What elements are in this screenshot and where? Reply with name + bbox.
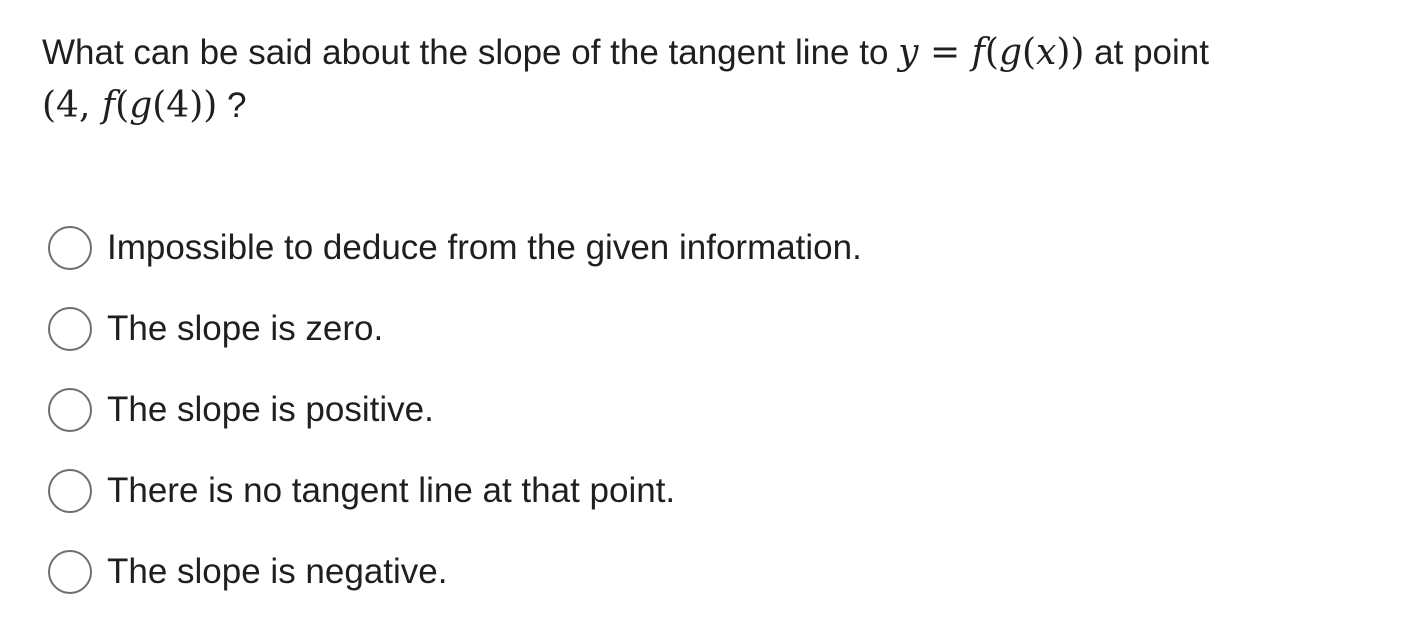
radio-button-icon[interactable] xyxy=(48,226,92,270)
question-mark: ? xyxy=(217,86,247,125)
question-text: What can be said about the slope of the … xyxy=(42,26,1382,132)
radio-button-icon[interactable] xyxy=(48,307,92,351)
math-variable-x: x xyxy=(1036,32,1057,73)
point-function-g: g xyxy=(129,85,153,126)
answer-option-1[interactable]: Impossible to deduce from the given info… xyxy=(48,220,1148,276)
radio-button-icon[interactable] xyxy=(48,469,92,513)
answer-label-5: The slope is negative. xyxy=(107,552,448,591)
answer-label-4: There is no tangent line at that point. xyxy=(107,471,676,510)
math-open-paren: ( xyxy=(984,32,999,73)
answer-label-3: The slope is positive. xyxy=(107,390,434,429)
math-equals: = xyxy=(918,32,972,73)
answer-option-5[interactable]: The slope is negative. xyxy=(48,544,1148,600)
point-argument: (4)) xyxy=(152,85,218,126)
question-prefix: What can be said about the slope of the … xyxy=(42,33,889,72)
point-open-paren: ( xyxy=(115,85,130,126)
point-function-f: f xyxy=(101,85,116,126)
radio-button-icon[interactable] xyxy=(48,388,92,432)
answer-option-2[interactable]: The slope is zero. xyxy=(48,301,1148,357)
answer-label-2: The slope is zero. xyxy=(107,309,384,348)
answer-options: Impossible to deduce from the given info… xyxy=(48,220,1148,625)
point-open: (4, xyxy=(42,85,102,126)
math-close-parens: )) xyxy=(1056,32,1085,73)
answer-option-3[interactable]: The slope is positive. xyxy=(48,382,1148,438)
math-open-paren-inner: ( xyxy=(1022,32,1037,73)
math-function-g: g xyxy=(998,32,1022,73)
answer-option-4[interactable]: There is no tangent line at that point. xyxy=(48,463,1148,519)
math-function-f: f xyxy=(971,32,985,73)
answer-label-1: Impossible to deduce from the given info… xyxy=(107,228,862,267)
math-variable-y: y xyxy=(898,32,919,73)
question-suffix: at point xyxy=(1084,33,1209,72)
radio-button-icon[interactable] xyxy=(48,550,92,594)
